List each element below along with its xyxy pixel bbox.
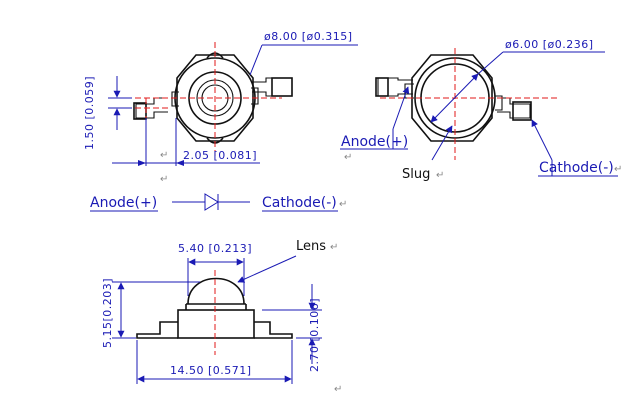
top-view-right: ø6.00 [ø0.236] Anode(+) ↵ Slug ↵ Cathode… <box>340 38 622 182</box>
side-lead-right <box>254 321 293 339</box>
diode-symbol-row: Anode(+) Cathode(-) ↵ <box>90 193 347 212</box>
lens-label: Lens <box>296 239 326 254</box>
diode-triangle <box>204 193 219 211</box>
symbol-cathode-label: Cathode(-) <box>262 195 337 211</box>
side-hook-left <box>171 91 179 107</box>
right-lead-right-tab <box>271 77 293 97</box>
return-mark-7: ↵ <box>330 242 338 253</box>
total-width-label: 14.50 [0.571] <box>170 364 252 377</box>
offset-arrow-left <box>138 160 146 166</box>
right-cathode-label: Cathode(-) <box>539 160 614 176</box>
return-mark-2: ↵ <box>160 174 168 185</box>
offset-label: 2.05 [0.081] <box>183 149 257 162</box>
hex-body-left <box>176 54 254 142</box>
return-mark-1: ↵ <box>160 150 168 161</box>
hex-body-right <box>411 54 493 142</box>
slug-leader <box>431 125 453 161</box>
body-height-label: 2.70 [0.106] <box>308 298 321 372</box>
right-view-lead-right <box>497 97 531 119</box>
slug-diameter-line <box>430 73 479 123</box>
offset-arrow-right <box>176 160 184 166</box>
side-body <box>177 309 255 339</box>
symbol-anode-label: Anode(+) <box>90 195 157 211</box>
total-height-label: 5.15[0.203] <box>101 278 114 348</box>
return-mark-3: ↵ <box>344 152 352 163</box>
lens-dome <box>187 277 245 305</box>
top-view-left: ø8.00 [ø0.315] 1.50 [0.059] 2.05 [0.081]… <box>83 30 358 185</box>
anode-leader <box>392 86 410 130</box>
right-view-lead-left <box>377 77 413 97</box>
outer-diameter-label: ø8.00 [ø0.315] <box>264 30 353 43</box>
inner-diameter-leader <box>477 51 504 75</box>
right-view-lead-right-tab <box>512 101 532 121</box>
side-hook-right <box>251 87 259 105</box>
lens-leader <box>237 255 297 283</box>
height-label: 1.50 [0.059] <box>83 76 96 150</box>
return-mark-6: ↵ <box>339 199 347 210</box>
right-side-hook-right <box>495 95 503 111</box>
left-lead-left <box>135 97 168 119</box>
right-view-lead-left-tab <box>375 77 389 97</box>
slug-label: Slug <box>402 167 430 182</box>
return-mark-4: ↵ <box>436 170 444 181</box>
return-mark-5: ↵ <box>614 164 622 175</box>
side-lead-left <box>136 321 178 339</box>
inner-diameter-label: ø6.00 [ø0.236] <box>505 38 594 51</box>
diameter-leader-left <box>249 44 263 76</box>
return-mark-8: ↵ <box>334 384 342 395</box>
lens-width-label: 5.40 [0.213] <box>178 242 252 255</box>
right-anode-label: Anode(+) <box>341 134 408 150</box>
side-view: 5.40 [0.213] Lens ↵ 5.15[0.203] 2.70 [0.… <box>101 239 342 395</box>
cathode-leader <box>531 119 553 161</box>
